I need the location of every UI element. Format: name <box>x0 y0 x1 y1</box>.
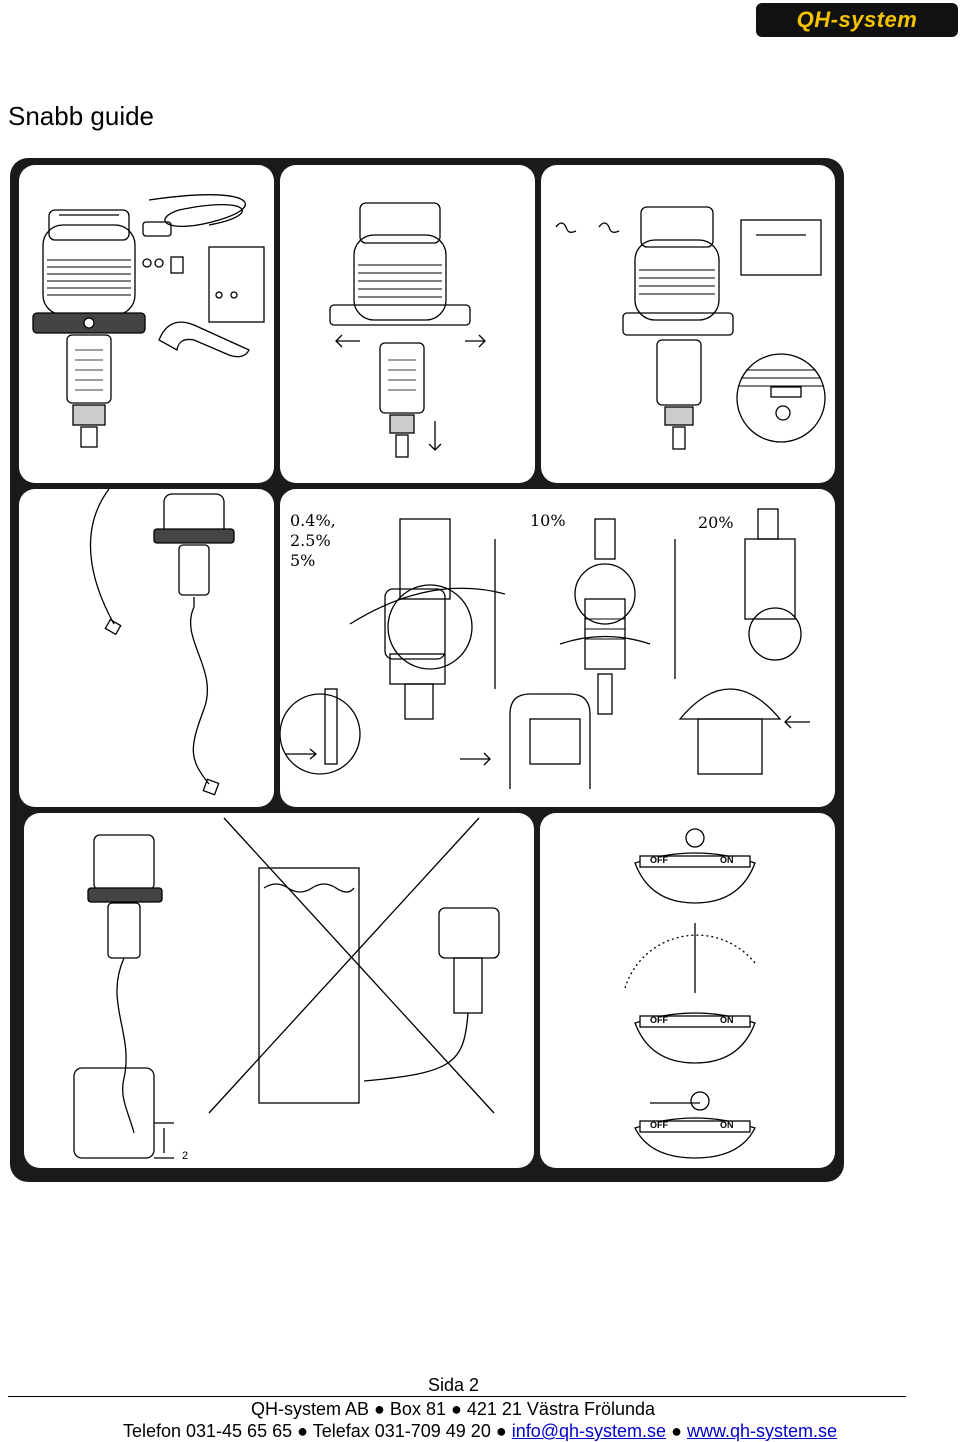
footer-fax: Telefax 031-709 49 20 <box>312 1421 491 1441</box>
pump-flow-direction-drawing <box>329 202 486 458</box>
guide-illustration-sheet: 0.4%, 2.5% 5% 10% 20% <box>10 158 844 1182</box>
dosing-pump-drawing <box>32 194 265 448</box>
setting-label-20: 20% <box>698 513 734 532</box>
footer-box: Box 81 <box>389 1399 446 1419</box>
suction-hose-drawing <box>89 489 235 796</box>
footer-web-link[interactable]: www.qh-system.se <box>686 1421 838 1441</box>
valve-on-label-2: ON <box>720 1015 734 1025</box>
dosage-adjustment-drawing <box>280 508 810 789</box>
footer-bullet: ● <box>495 1421 507 1441</box>
valve-off-label-2: OFF <box>650 1015 668 1025</box>
setting-label-5: 5% <box>290 551 316 570</box>
valve-switch-drawing <box>624 828 756 1159</box>
footer-address-line: QH-system AB ● Box 81 ● 421 21 Västra Fr… <box>0 1399 906 1420</box>
measure-mark: 2 <box>182 1150 189 1162</box>
panel-container-placement: 2 <box>24 813 534 1168</box>
panel-package-contents <box>19 165 274 483</box>
panel-mounting <box>541 165 835 483</box>
footer-phone: Telefon 031-45 65 65 <box>122 1421 293 1441</box>
valve-off-label-3: OFF <box>650 1120 668 1130</box>
footer-bullet: ● <box>671 1421 682 1441</box>
setting-label-10: 10% <box>530 511 566 530</box>
container-placement-drawing <box>73 817 500 1159</box>
footer-company: QH-system AB <box>250 1399 370 1419</box>
page-title: Snabb guide <box>8 101 155 131</box>
footer-bullet: ● <box>297 1421 308 1441</box>
footer-address: 421 21 Västra Frölunda <box>466 1399 655 1419</box>
footer-bullet: ● <box>450 1399 462 1419</box>
setting-label-04: 0.4%, <box>290 511 336 530</box>
company-logo: QH-system <box>756 3 958 37</box>
valve-on-label-3: ON <box>720 1120 734 1130</box>
valve-off-label-1: OFF <box>650 855 668 865</box>
setting-label-25: 2.5% <box>290 531 331 550</box>
footer-divider <box>8 1396 906 1397</box>
footer-contact-line: Telefon 031-45 65 65 ● Telefax 031-709 4… <box>0 1421 960 1442</box>
footer-bullet: ● <box>374 1399 385 1419</box>
panel-installation <box>280 165 535 483</box>
footer-email-link[interactable]: info@qh-system.se <box>511 1421 667 1441</box>
panel-suction-hose <box>19 489 274 807</box>
valve-on-label-1: ON <box>720 855 734 865</box>
panel-valve-switch: OFF ON OFF ON OFF ON <box>540 813 835 1168</box>
pump-mounting-drawing <box>555 206 826 450</box>
panel-dosage-settings: 0.4%, 2.5% 5% 10% 20% <box>280 489 835 807</box>
